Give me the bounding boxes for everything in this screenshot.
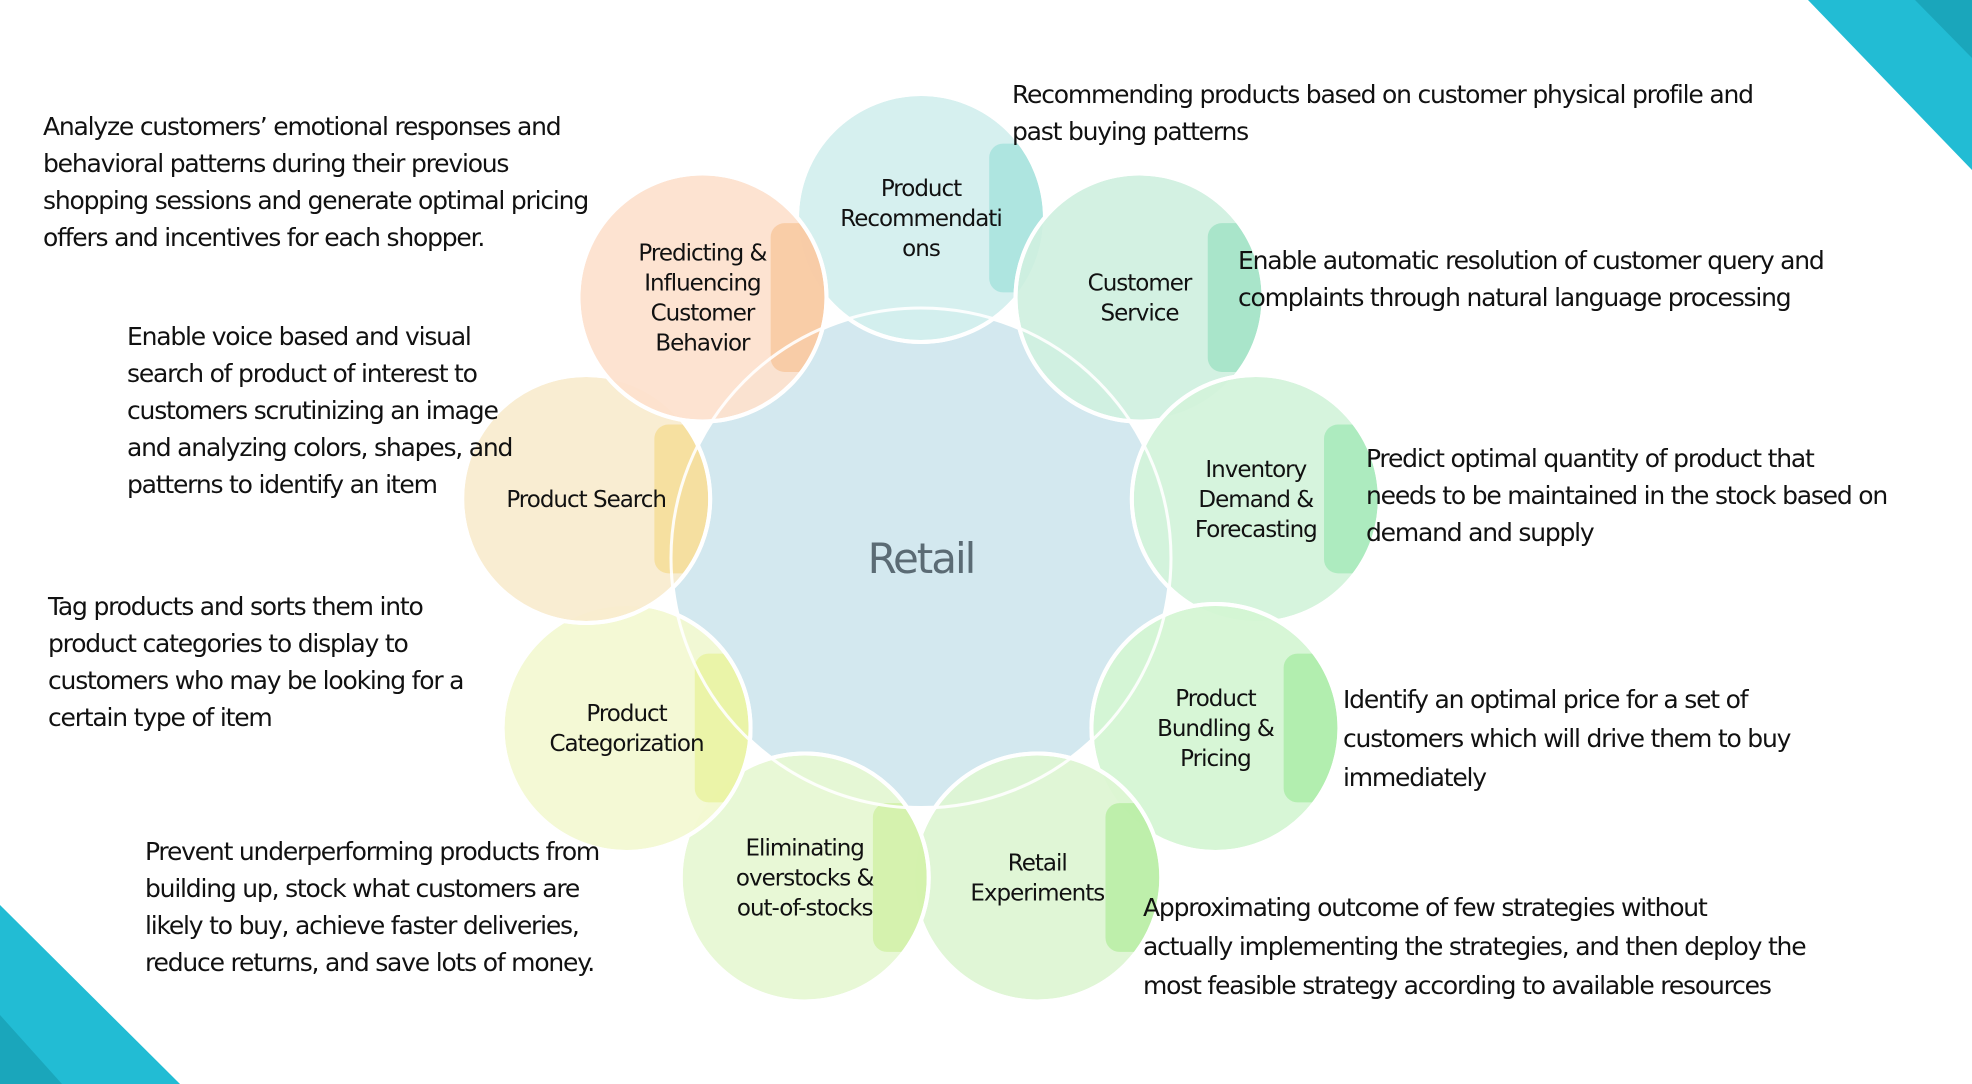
- description-predicting-influencing: Analyze customers’ emotional responses a…: [43, 112, 589, 252]
- petal-label-eliminating-overstocks: Eliminating overstocks & out-of-stocks: [736, 835, 875, 921]
- petal-outline: [1089, 602, 1342, 854]
- petal-accent: [1283, 653, 1338, 803]
- petal-label-line: Product: [586, 701, 667, 727]
- description-eliminating-overstocks: Prevent underperforming products from bu…: [145, 837, 600, 977]
- corner-stripe: [1808, 0, 1972, 170]
- center-outline: [669, 306, 1173, 810]
- description-product-recommendations: Recommending products based on customer …: [1012, 80, 1754, 146]
- petal-label-line: Experiments: [970, 880, 1104, 906]
- description-customer-service: Enable automatic resolution of customer …: [1238, 246, 1825, 312]
- description-product-search: Enable voice based and visual search of …: [127, 322, 513, 499]
- petal-eliminating-overstocks[interactable]: [678, 751, 948, 1004]
- description-bundling-pricing: Identify an optimal price for a set of c…: [1343, 685, 1791, 792]
- petal-label-line: Customer: [651, 301, 756, 327]
- petal-label-line: overstocks &: [736, 865, 875, 891]
- description-retail-experiments: Approximating outcome of few strategies …: [1143, 893, 1807, 1000]
- top-right-corner-decoration: [1808, 0, 1972, 170]
- petal-label-line: ons: [902, 236, 940, 262]
- petal-outline: [678, 751, 931, 1004]
- petal-outline: [576, 171, 829, 424]
- petal-accent: [1207, 223, 1262, 372]
- corner-stripe: [0, 905, 180, 1084]
- petal-customer-service[interactable]: [1013, 171, 1283, 424]
- petal-label-line: Predicting &: [638, 241, 767, 267]
- petal-label-line: Product Search: [506, 487, 666, 513]
- corner-stripe-shade: [0, 1015, 62, 1084]
- description-inventory: Predict optimal quantity of product that…: [1366, 444, 1888, 547]
- petal-label-line: Categorization: [550, 731, 704, 757]
- petal-outline: [1013, 171, 1266, 424]
- description-product-categorization: Tag products and sorts them into product…: [48, 592, 465, 732]
- corner-stripe-shade: [1915, 0, 1972, 58]
- petal-accent: [989, 143, 1043, 293]
- petal-outline: [460, 372, 713, 625]
- petal-label-line: Bundling &: [1157, 716, 1275, 742]
- petal-label-line: out-of-stocks: [737, 895, 873, 921]
- petal-label-line: Retail: [1008, 850, 1067, 876]
- petal-accent: [694, 653, 749, 803]
- petal-label-line: Customer: [1088, 271, 1193, 297]
- petal-label-line: Product: [881, 176, 962, 202]
- petal-accent: [872, 803, 927, 952]
- petal-accent: [770, 223, 825, 372]
- bottom-left-corner-decoration: [0, 905, 180, 1084]
- petal-accent: [1105, 803, 1160, 952]
- petal-product-bundling-pricing[interactable]: [1089, 602, 1358, 854]
- petal-label-line: Service: [1101, 301, 1179, 327]
- petal-label-line: Inventory: [1205, 457, 1306, 483]
- petal-label-product-search: Product Search: [506, 487, 666, 513]
- petal-retail-experiments[interactable]: [911, 751, 1180, 1004]
- petal-label-line: Influencing: [644, 271, 760, 297]
- petal-label-line: Product: [1175, 686, 1256, 712]
- petal-label-line: Behavior: [655, 331, 751, 357]
- petal-accent: [1324, 424, 1378, 574]
- petal-label-line: Forecasting: [1195, 517, 1317, 543]
- center-label: Retail: [868, 534, 975, 583]
- petal-label-line: Recommendati: [840, 206, 1001, 232]
- petal-predicting-influencing[interactable]: [576, 171, 845, 424]
- petal-label-line: Pricing: [1180, 746, 1251, 772]
- petal-label-line: Eliminating: [746, 835, 864, 861]
- petal-label-line: Demand &: [1198, 487, 1314, 513]
